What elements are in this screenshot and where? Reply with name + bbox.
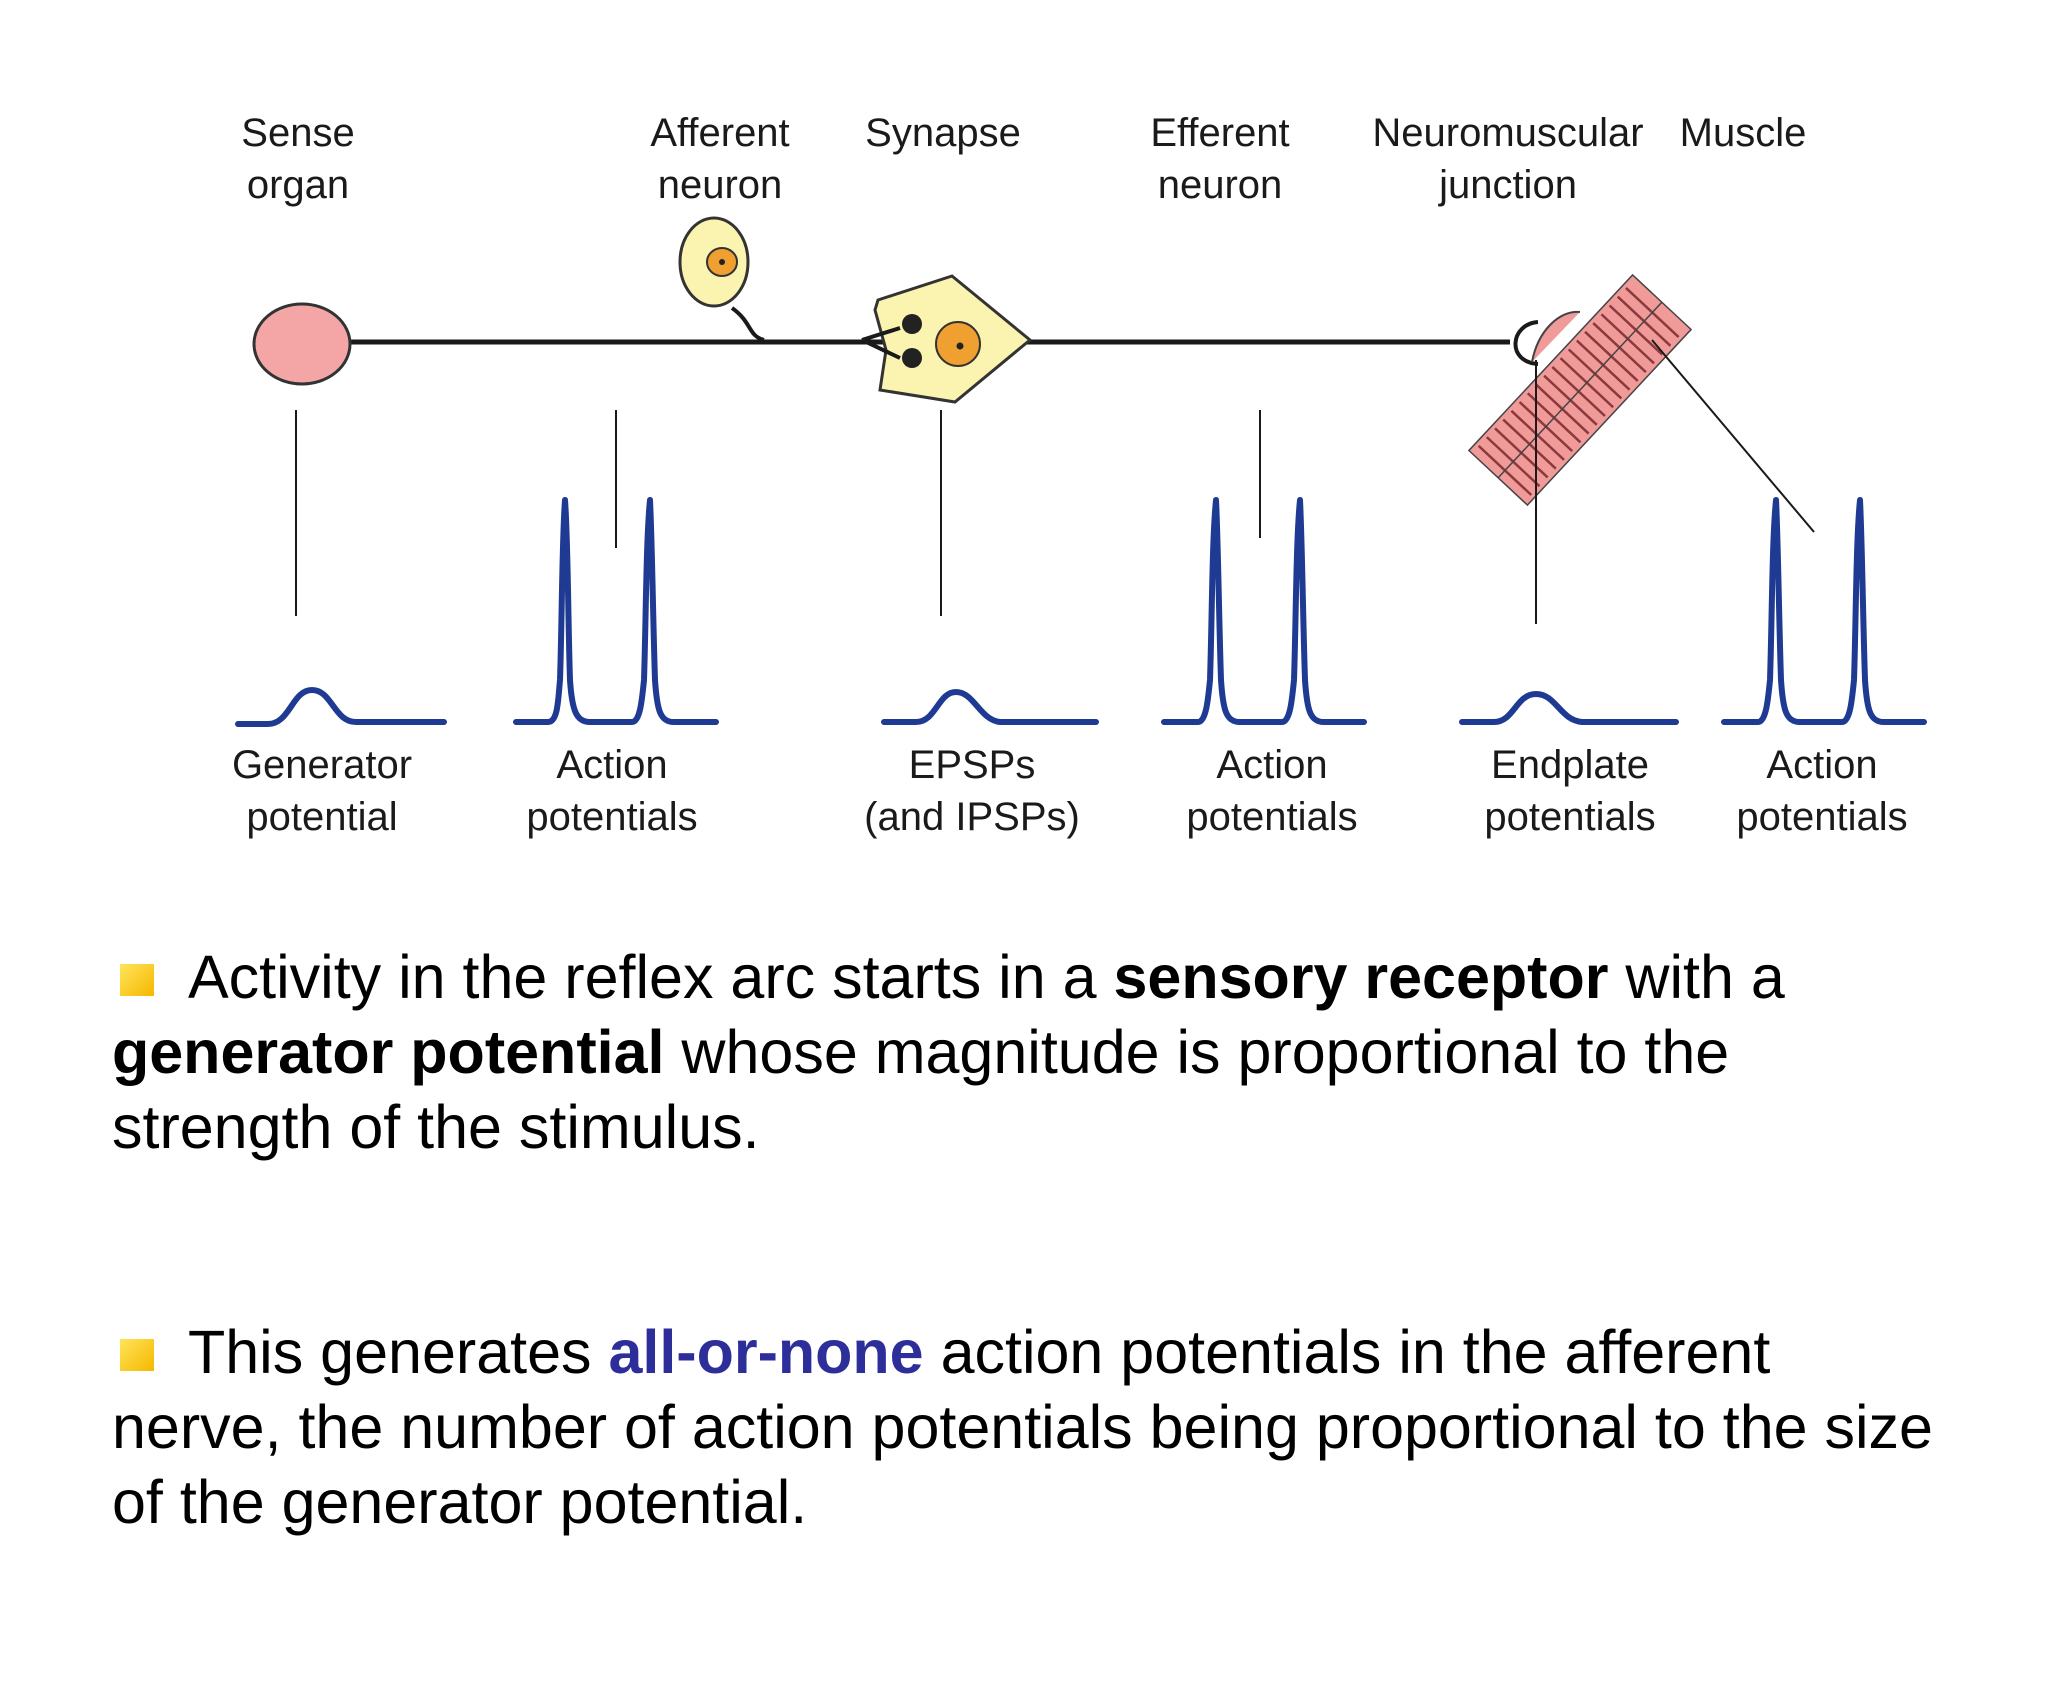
label-generator-potential-1: Generator (232, 743, 412, 787)
bullet-1-bold-sensory-receptor: sensory receptor (1113, 943, 1609, 1011)
sense-organ-shape (252, 302, 352, 386)
label-endplate-potentials-2: potentials (1484, 795, 1655, 839)
bullet-list: Activity in the reflex arc starts in a s… (112, 940, 1942, 1690)
trace-epsps (881, 689, 1099, 725)
trace-action-potentials-1 (513, 497, 719, 725)
label-muscle: Muscle (1680, 111, 1807, 155)
label-epsps-2: (and IPSPs) (864, 795, 1080, 839)
trace-generator-potential (235, 687, 447, 727)
bullet-2-text-2: action potentials in the afferent nerve,… (112, 1318, 1933, 1536)
pointer-lines (295, 339, 1815, 624)
label-sense-organ-1: Sense (241, 111, 354, 155)
bottom-labels: Generator potential Action potentials EP… (232, 743, 1908, 839)
label-endplate-potentials-1: Endplate (1491, 743, 1649, 787)
bullet-2-text-1: This generates (188, 1318, 609, 1386)
label-action-potentials-3a: Action (1766, 743, 1877, 787)
bullet-1-text-1: Activity in the reflex arc starts in a (188, 943, 1114, 1011)
label-action-potentials-2b: potentials (1186, 795, 1357, 839)
bullet-2-accent-all-or-none: all-or-none (608, 1318, 924, 1386)
trace-action-potentials-2 (1161, 497, 1367, 725)
label-efferent-neuron-2: neuron (1158, 163, 1283, 207)
neuromuscular-junction-terminal (1513, 320, 1539, 366)
label-action-potentials-3b: potentials (1736, 795, 1907, 839)
bullet-1-text-3: whose magnitude is proportional to the s… (112, 1018, 1730, 1161)
trace-action-potentials-3 (1721, 497, 1927, 725)
label-neuromuscular-junction-2: junction (1438, 163, 1577, 207)
yellow-square-bullet-icon (120, 964, 154, 996)
label-generator-potential-2: potential (246, 795, 397, 839)
synapse-neuron-cell (861, 274, 1033, 404)
bullet-1-bold-generator-potential: generator potential (112, 1018, 665, 1086)
muscle-attachment (1531, 310, 1581, 363)
trace-endplate-potentials (1459, 691, 1679, 725)
reflex-arc-diagram: Sense organ Afferent neuron Synapse Effe… (232, 111, 1927, 839)
label-epsps-1: EPSPs (909, 743, 1036, 787)
muscle-fiber (1467, 273, 1693, 507)
label-afferent-neuron-1: Afferent (650, 111, 789, 155)
label-action-potentials-2a: Action (1216, 743, 1327, 787)
label-neuromuscular-junction-1: Neuromuscular (1372, 111, 1643, 155)
bullet-1-text-2: with a (1608, 943, 1785, 1011)
top-labels: Sense organ Afferent neuron Synapse Effe… (241, 111, 1806, 207)
label-action-potentials-1a: Action (556, 743, 667, 787)
label-afferent-neuron-2: neuron (658, 163, 783, 207)
afferent-neuron-body (678, 216, 765, 342)
bullet-paragraph-2: This generates all-or-none action potent… (112, 1315, 1942, 1540)
label-sense-organ-2: organ (247, 163, 349, 207)
label-action-potentials-1b: potentials (526, 795, 697, 839)
bullet-paragraph-1: Activity in the reflex arc starts in a s… (112, 940, 1942, 1165)
label-efferent-neuron-1: Efferent (1150, 111, 1289, 155)
label-synapse: Synapse (865, 111, 1021, 155)
yellow-square-bullet-icon (120, 1339, 154, 1371)
